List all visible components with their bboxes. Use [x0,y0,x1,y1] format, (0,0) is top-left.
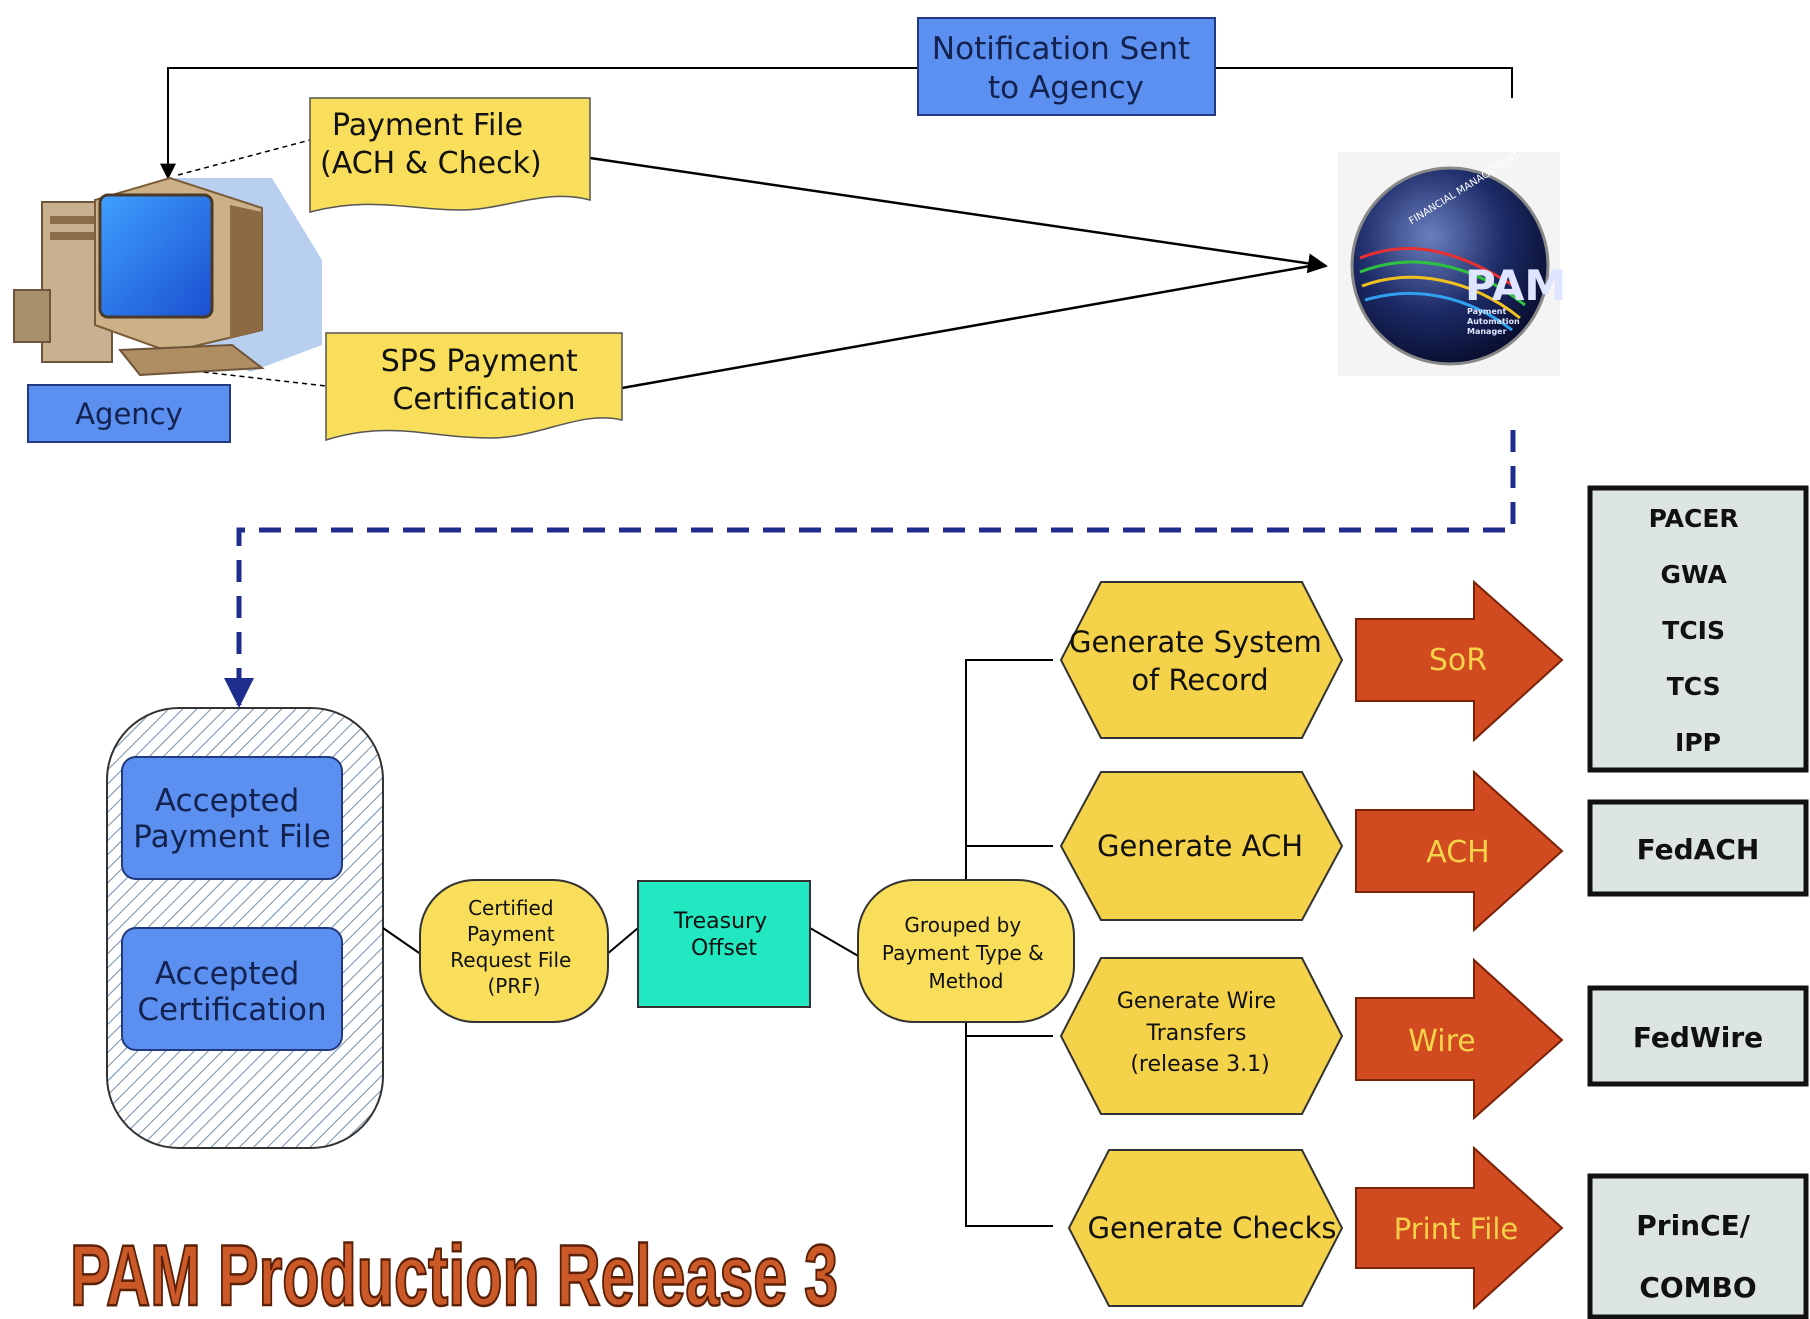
destination-line: TCS [1667,672,1721,701]
notification-connector [160,67,1513,180]
accepted-payment-file-line: Accepted [155,783,299,819]
generator-line: Generate ACH [1097,829,1303,863]
certified-prf-line: (PRF) [487,974,540,998]
accepted-payment-file-line: Payment File [133,819,330,855]
destination-line: GWA [1660,560,1727,589]
pam-logo: FINANCIAL MANAGEMENT SERVICE PAM Payment… [1338,126,1566,376]
computer-icon [13,176,322,377]
generator-line: Generate System [1069,625,1322,659]
certified-prf-box: Certified Payment Request File (PRF) [419,879,609,1023]
container-to-prf-line [382,927,423,956]
certification-to-pam-line [621,264,1311,390]
destination-line: TCIS [1662,616,1725,645]
grouped-line: Payment Type & [882,941,1044,965]
treasury-offset-line: Treasury [673,909,767,934]
output-arrow: Wire [1355,957,1564,1121]
destination-line: FedWire [1633,1021,1763,1054]
page-title: PAM Production Release 3 [70,1228,838,1319]
output-arrow: Print File [1355,1145,1564,1311]
generator-line: Transfers [1146,1021,1247,1046]
output-arrow: SoR [1355,579,1564,743]
treasury-offset-box: Treasury Offset [637,880,811,1008]
output-arrow: ACH [1355,769,1564,933]
generator-hexagon: Generate System of Record [1059,581,1344,739]
svg-text:Generate System of Recor: Generate System of Record [1069,625,1331,697]
notification-line: Notification Sent [932,31,1190,67]
certified-prf-line: Request File [450,948,571,972]
sps-certification-line: SPS Payment [381,344,578,379]
svg-text:PrinCE/ COMBO: PrinCE/ COMBO [1636,1209,1760,1304]
generator-line: of Record [1131,663,1268,697]
accepted-certification-box: Accepted Certification [121,927,343,1051]
output-label: Print File [1394,1212,1518,1246]
sps-certification-document: SPS Payment Certification [325,332,623,442]
svg-text:Payment Automation: Payment Automation Manager [1467,307,1523,336]
accepted-certification-line: Accepted [155,956,299,992]
notification-line: to Agency [988,70,1144,106]
generator-line: Generate Checks [1088,1211,1337,1245]
prf-to-offset-line [605,927,639,956]
svg-text:Certified Payment: Certified Payment Request File (PRF) [450,896,577,998]
payment-file-line: Payment File [332,108,523,143]
generator-line: (release 3.1) [1130,1052,1269,1077]
generator-hexagon: Generate Checks [1067,1149,1344,1307]
grouped-box: Grouped by Payment Type & Method [857,879,1075,1023]
svg-text:Notification Sent to Age: Notification Sent to Agency [932,31,1200,106]
dashed-flow-connector [224,430,1516,708]
destination-line: PACER [1649,504,1739,533]
destination-line: COMBO [1639,1271,1756,1304]
pam-brand-text: PAM [1465,261,1566,310]
svg-text:Grouped by Payment Type: Grouped by Payment Type & Method [882,913,1050,993]
pam-sub-line: Payment [1467,307,1506,316]
svg-text:Accepted Certification: Accepted Certification [137,956,326,1028]
accepted-payment-file-box: Accepted Payment File [121,756,343,880]
offset-to-grouped-line [809,927,861,958]
pam-sub-line: Automation [1467,317,1520,326]
payment-file-line: (ACH & Check) [320,146,542,181]
destination-box: PACER GWA TCIS TCS IPP [1587,485,1809,773]
agency-label: Agency [75,397,183,431]
svg-text:Treasury Offset: Treasury Offset [673,909,774,961]
pam-sub-line: Manager [1467,327,1507,336]
output-label: SoR [1429,643,1487,678]
treasury-offset-line: Offset [691,936,757,961]
generator-hexagon: Generate Wire Transfers (release 3.1) [1059,957,1344,1115]
agency-payment-file-dotted [177,139,311,176]
destination-line: FedACH [1637,833,1760,866]
grouped-line: Grouped by [904,913,1021,937]
grouped-line: Method [928,969,1003,993]
certified-prf-line: Certified [468,896,554,920]
certified-prf-line: Payment [467,922,555,946]
notification-box: Notification Sent to Agency [917,17,1216,116]
destination-line: IPP [1675,728,1721,757]
svg-text:Accepted Payment File: Accepted Payment File [133,783,330,855]
output-label: Wire [1408,1024,1475,1059]
destination-line: PrinCE/ [1636,1209,1751,1242]
destination-box: FedACH [1587,799,1809,897]
generator-hexagon: Generate ACH [1059,771,1344,921]
svg-text:Payment File (ACH & Chec: Payment File (ACH & Check) [320,108,542,181]
payment-file-document: Payment File (ACH & Check) [309,97,591,213]
accepted-certification-line: Certification [137,992,326,1028]
svg-text:Generate Wire Transfers: Generate Wire Transfers (release 3.1) [1117,989,1283,1077]
agency-label-box: Agency [27,384,231,443]
sps-certification-line: Certification [392,382,575,417]
svg-text:SPS Payment Certificatio: SPS Payment Certification [381,344,588,417]
generator-line: Generate Wire [1117,989,1276,1014]
destination-box: FedWire [1587,985,1809,1087]
output-label: ACH [1426,835,1490,870]
payment-file-to-pam-arrow [589,156,1328,274]
svg-text:PACER GWA TCIS: PACER GWA TCIS TCS IPP [1649,504,1748,757]
destination-box: PrinCE/ COMBO [1587,1173,1809,1319]
